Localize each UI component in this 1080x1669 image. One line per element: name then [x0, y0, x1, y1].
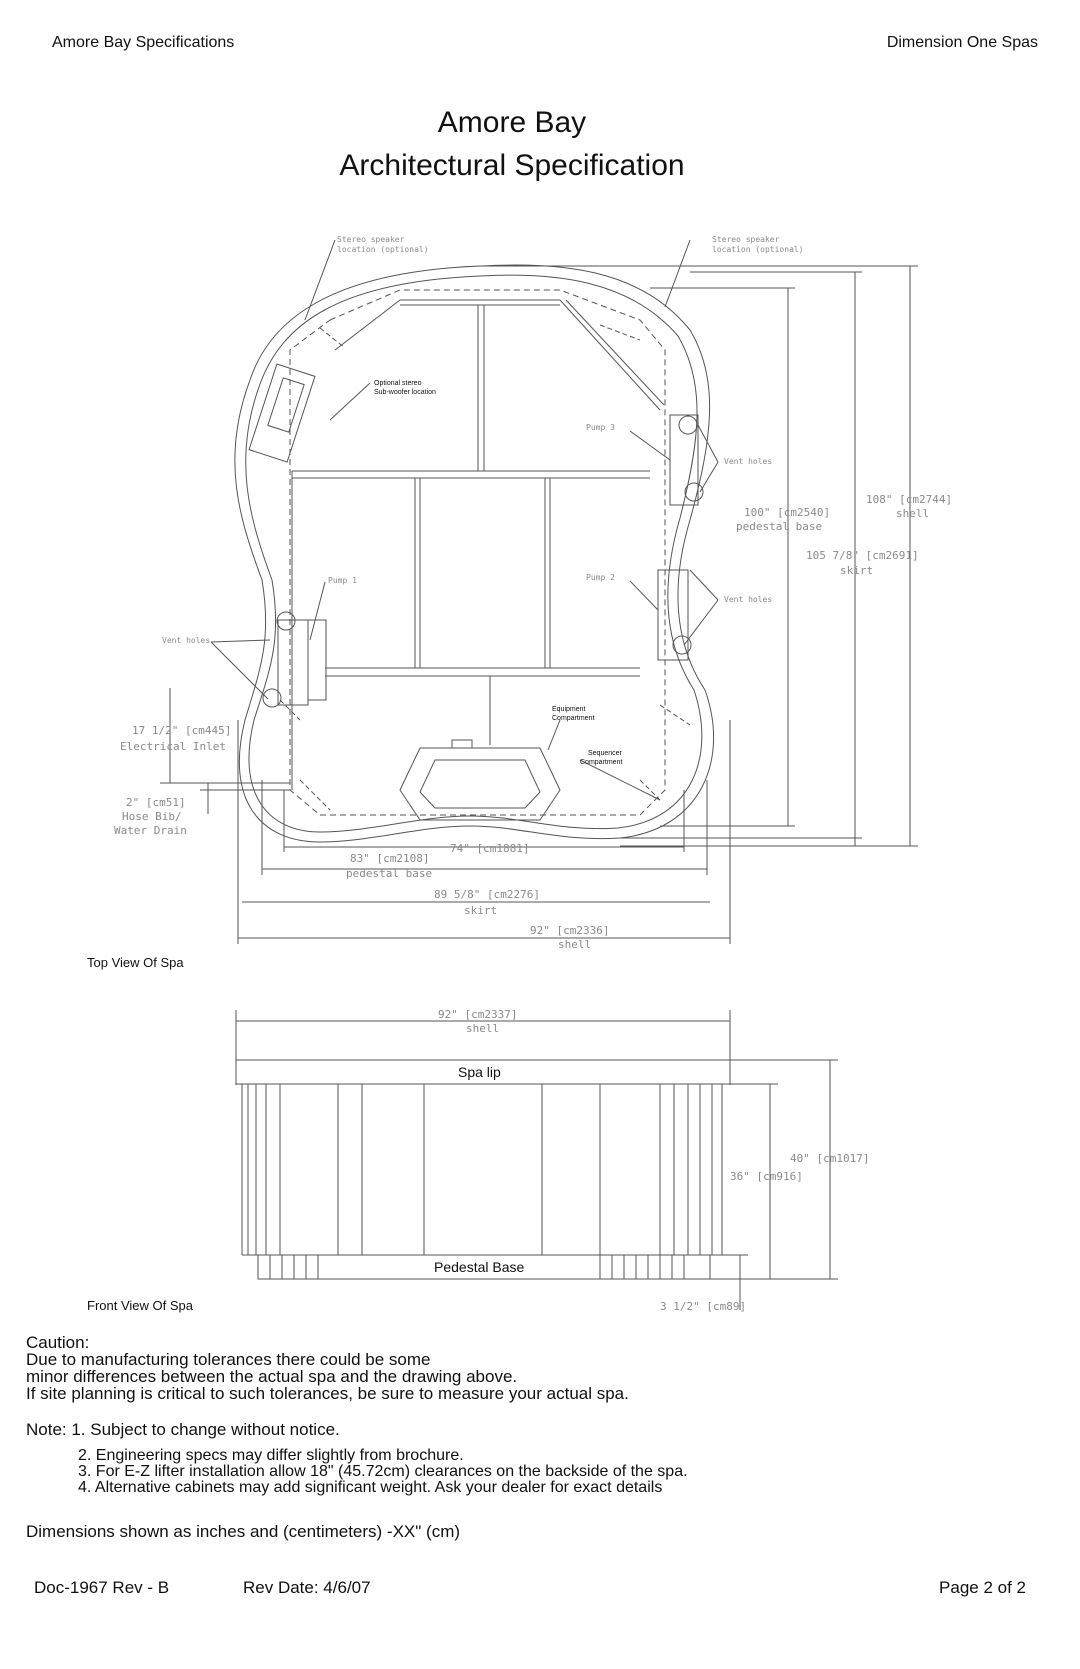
caution-line-2: minor differences between the actual spa…: [26, 1367, 518, 1386]
note-4: 4. Alternative cabinets may add signific…: [78, 1479, 663, 1496]
callout-vent-left: Vent holes: [162, 636, 210, 645]
callout-subwoofer-sub: Sub-woofer location: [374, 389, 436, 396]
dim-electrical-inlet-label: Electrical Inlet: [120, 740, 226, 753]
callout-vent-top: Vent holes: [724, 457, 772, 466]
front-view-label: Front View Of Spa: [87, 1298, 193, 1313]
note-1: Note: 1. Subject to change without notic…: [26, 1420, 340, 1439]
dim-front-shell-label: shell: [466, 1022, 499, 1035]
callout-equipment: Equipment: [552, 706, 586, 713]
footer-page-number: Page 2 of 2: [939, 1578, 1026, 1597]
dim-skirt-vertical-label: skirt: [840, 564, 873, 577]
dim-skirt-horizontal: 89 5/8" [cm2276]: [434, 888, 540, 901]
header-brand: Dimension One Spas: [886, 34, 1038, 51]
page-subtitle: Architectural Specification: [339, 149, 685, 182]
caution-block: Caution: Due to manufacturing tolerances…: [26, 1334, 629, 1402]
callout-speaker-right: Stereo speaker: [712, 235, 780, 244]
dim-shell-horizontal: 92" [cm2336]: [530, 924, 609, 937]
dim-shell-horizontal-label: shell: [558, 938, 591, 951]
caution-line-3: If site planning is critical to such tol…: [26, 1384, 629, 1403]
callout-equipment-sub: Compartment: [552, 715, 594, 722]
footer-doc-number: Doc-1967 Rev - B: [34, 1578, 170, 1597]
dim-drain-label-2: Water Drain: [114, 824, 187, 837]
dim-front-height-40: 40" [cm1017]: [790, 1152, 869, 1165]
dim-pedestal-base-vertical: 100" [cm2540]: [744, 506, 830, 519]
header-doc-title: Amore Bay Specifications: [52, 34, 235, 51]
dim-front-shell: 92" [cm2337]: [438, 1008, 517, 1021]
callout-speaker-left-sub: location (optional): [337, 245, 429, 254]
notes-block: Note: 1. Subject to change without notic…: [26, 1420, 688, 1496]
dim-drain-label: Hose Bib/: [122, 810, 182, 823]
dim-front-height-3: 3 1/2" [cm89]: [660, 1300, 746, 1313]
page-title: Amore Bay: [437, 106, 587, 139]
footer-rev-date: Rev Date: 4/6/07: [243, 1578, 371, 1597]
dim-shell-vertical: 108" [cm2744]: [866, 493, 952, 506]
dim-pedestal-base-horizontal-label: pedestal base: [346, 867, 432, 880]
note-3: 3. For E-Z lifter installation allow 18"…: [78, 1463, 688, 1480]
top-view-label: Top View Of Spa: [87, 955, 184, 970]
callout-pump-3: Pump 3: [586, 423, 615, 432]
dim-front-height-36: 36" [cm916]: [730, 1170, 803, 1183]
caution-line-1: Due to manufacturing tolerances there co…: [26, 1350, 431, 1369]
dim-drain: 2" [cm51]: [126, 796, 186, 809]
callout-sequencer-sub: Compartment: [580, 759, 622, 766]
note-2: 2. Engineering specs may differ slightly…: [78, 1447, 464, 1464]
caution-heading: Caution:: [26, 1333, 90, 1352]
callout-speaker-left: Stereo speaker: [337, 235, 405, 244]
callout-pump-1: Pump 1: [328, 576, 357, 585]
dim-electrical-inlet: 17 1/2" [cm445]: [132, 724, 231, 737]
dim-skirt-horizontal-label: skirt: [464, 904, 497, 917]
dim-inner-width: 74" [cm1881]: [450, 842, 529, 855]
dim-pedestal-base-vertical-label: pedestal base: [736, 520, 822, 533]
dimensions-note: Dimensions shown as inches and (centimet…: [26, 1522, 461, 1541]
callout-pump-2: Pump 2: [586, 573, 615, 582]
callout-subwoofer: Optional stereo: [374, 380, 422, 387]
dim-skirt-vertical: 105 7/8" [cm2691]: [806, 549, 919, 562]
dim-shell-vertical-label: shell: [896, 507, 929, 520]
callout-vent-mid: Vent holes: [724, 595, 772, 604]
callout-speaker-right-sub: location (optional): [712, 245, 804, 254]
label-spa-lip: Spa lip: [458, 1064, 501, 1080]
spa-shell-outline: [234, 264, 715, 843]
dim-pedestal-base-horizontal: 83" [cm2108]: [350, 852, 429, 865]
label-pedestal-base: Pedestal Base: [434, 1259, 524, 1275]
callout-sequencer: Sequencer: [588, 750, 623, 757]
